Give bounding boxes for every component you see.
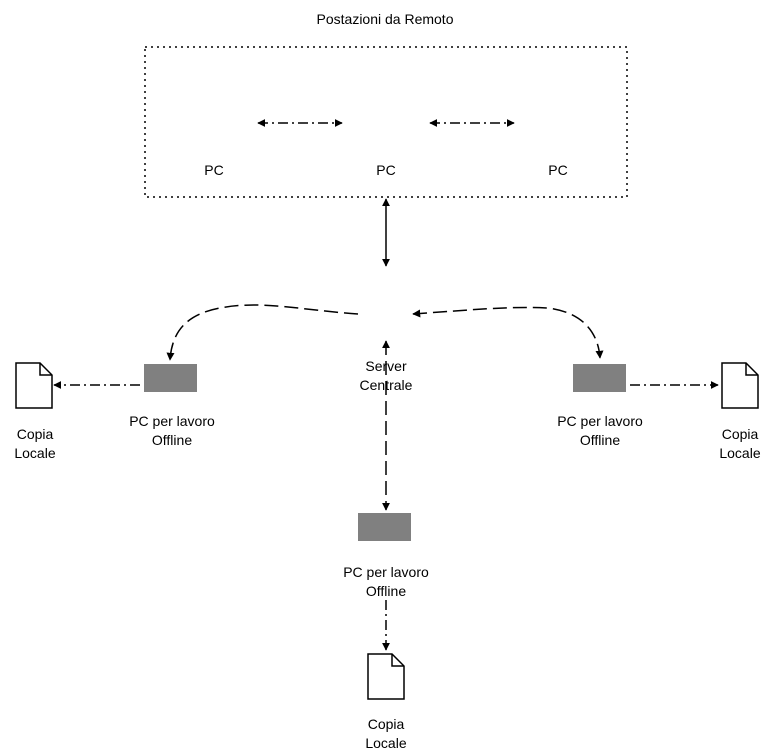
local-copy-right-label-line2: Locale — [719, 445, 760, 461]
offline-pc-right — [573, 364, 626, 392]
diagram-title: Postazioni da Remoto — [317, 11, 454, 27]
offline-pc-left — [144, 364, 197, 392]
remote-pc-label-2: PC — [376, 162, 395, 178]
offline-pc-bottom-label-line2: Offline — [366, 583, 406, 599]
offline-pc-bottom-label-line1: PC per lavoro — [343, 564, 429, 580]
offline-pc-left-label-line1: PC per lavoro — [129, 413, 215, 429]
remote-stations-group — [144, 46, 628, 198]
local-copy-left-document-icon — [15, 362, 53, 409]
local-copy-right-label-line1: Copia — [722, 426, 759, 442]
offline-pc-right-label-line2: Offline — [580, 432, 620, 448]
local-copy-bottom-label-line1: Copia — [368, 716, 405, 732]
local-copy-right-document-icon — [721, 362, 759, 409]
server-left-link — [166, 304, 359, 361]
local-copy-bottom-label-line2: Locale — [365, 735, 406, 749]
offline-pc-left-label-line2: Offline — [152, 432, 192, 448]
remote-pc-label-1: PC — [204, 162, 223, 178]
server-right-link — [412, 306, 604, 359]
local-copy-left-label-line2: Locale — [14, 445, 55, 461]
offline-pc-right-label-line1: PC per lavoro — [557, 413, 643, 429]
offline-pc-bottom — [358, 513, 411, 541]
remote-pc-label-3: PC — [548, 162, 567, 178]
local-copy-left-label-line1: Copia — [17, 426, 54, 442]
local-copy-bottom-document-icon — [367, 653, 405, 700]
